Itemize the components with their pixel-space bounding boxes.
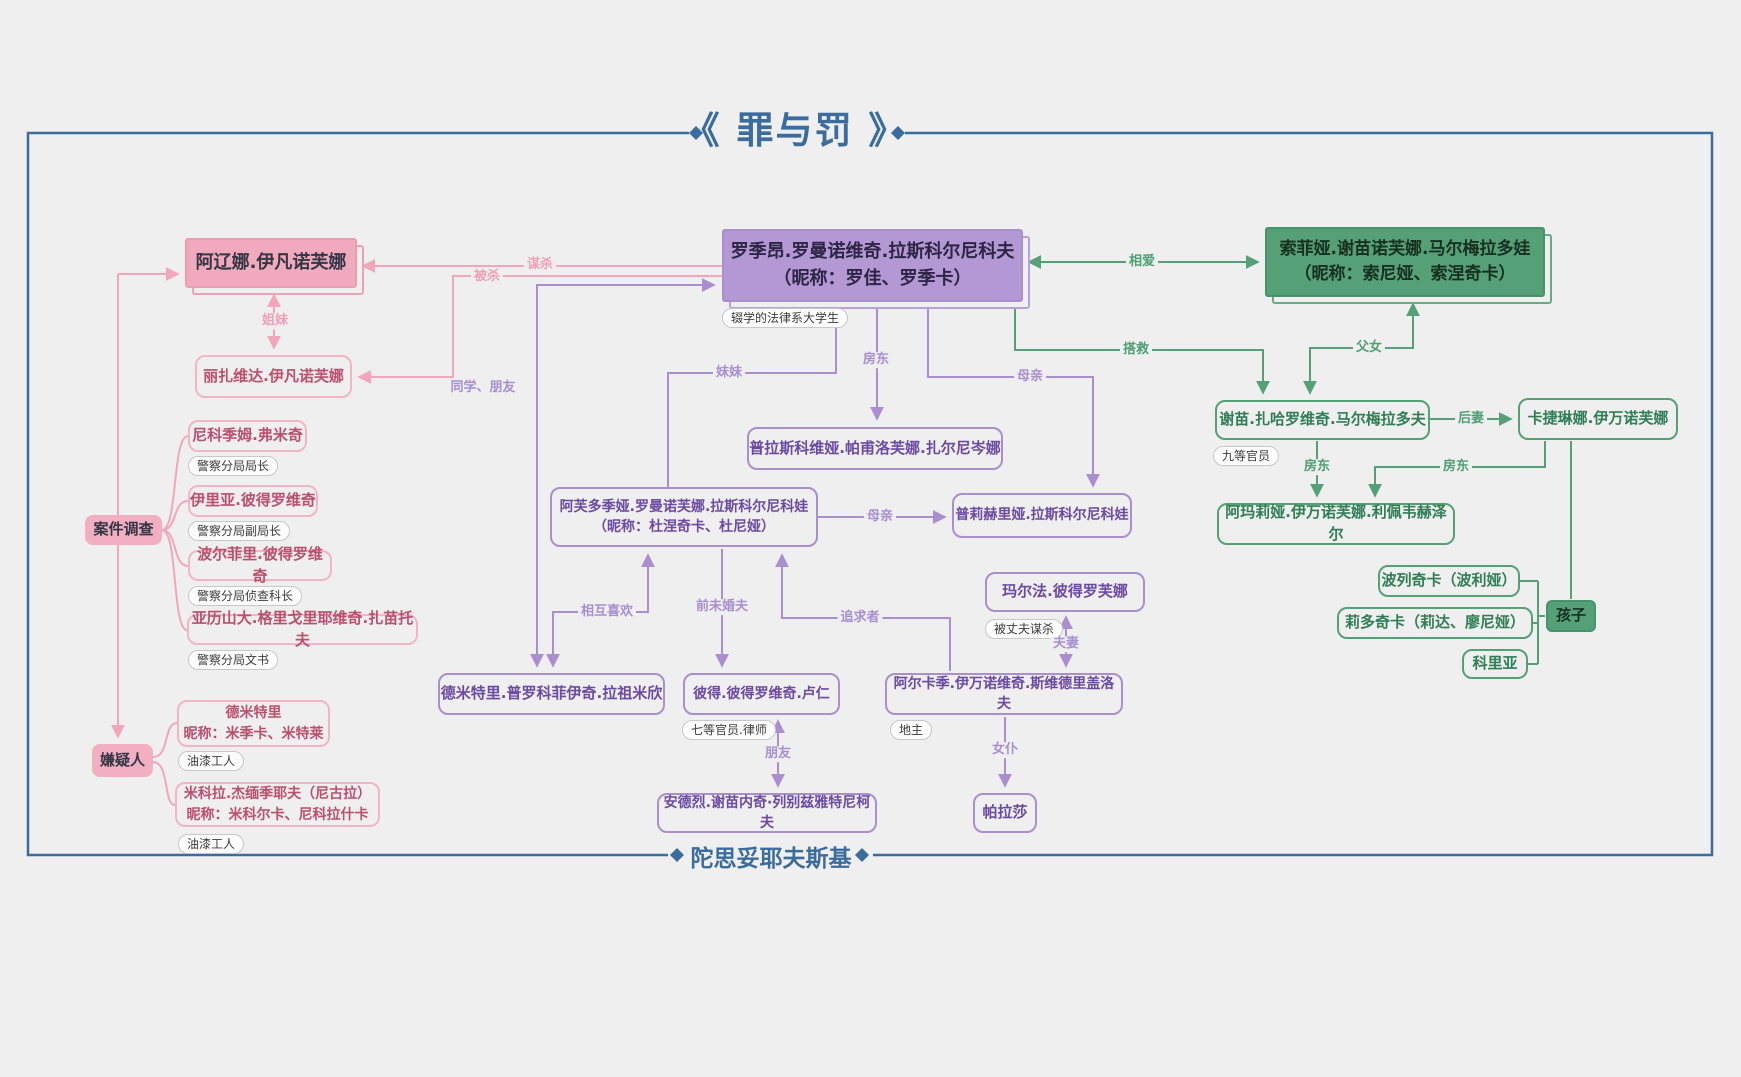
badge-rodion: 辍学的法律系大学生 [722,308,849,329]
node-porfiry[interactable]: 波尔菲里.彼得罗维奇 [188,545,332,585]
edge-label-couple: 夫妻 [1049,636,1083,652]
node-katerina[interactable]: 卡捷琳娜.伊万诺芙娜 [1518,398,1678,440]
badge-dmitri: 油漆工人 [178,751,245,772]
node-parasha[interactable]: 帕拉莎 [973,793,1037,833]
node-lizaveta[interactable]: 丽扎维达.伊凡诺芙娜 [195,355,352,398]
node-amalia[interactable]: 阿玛莉娅.伊万诺芙娜.利佩韦赫泽尔 [1217,503,1455,545]
badge-luzhin: 七等官员.律师 [682,720,776,741]
badge-svidrigailov: 地主 [890,720,933,741]
edge-label-sisters: 姐妹 [258,313,292,329]
node-andrei[interactable]: 安德烈.谢苗内奇·列别兹雅特尼柯夫 [657,793,877,833]
edge-label-ex-fiance: 前未婚夫 [692,599,752,615]
node-polechka[interactable]: 波列奇卡（波利娅） [1378,565,1520,597]
node-avdotya[interactable]: 阿芙多季娅.罗曼诺芙娜.拉斯科尔尼科娃 （昵称：杜涅奇卡、杜尼娅） [550,487,818,547]
badge-mikolka: 油漆工人 [178,834,245,855]
node-nikodim[interactable]: 尼科季姆.弗米奇 [188,420,307,452]
edge-label-rescue: 搭救 [1119,342,1153,358]
edge-label-father-daughter: 父女 [1352,340,1386,356]
badge-semyon: 九等官员 [1213,446,1280,467]
edge-label-love: 相爱 [1125,254,1159,270]
node-suspects[interactable]: 嫌疑人 [92,744,153,777]
badge-porfiry: 警察分局侦查科长 [188,586,303,607]
node-zamyotov[interactable]: 亚历山大.格里戈里耶维奇.扎苗托夫 [187,609,418,649]
node-svidrigailov[interactable]: 阿尔卡季.伊万诺维奇.斯维德里盖洛夫 [885,673,1123,715]
node-sofya[interactable]: 索菲娅.谢苗诺芙娜.马尔梅拉多娃 （昵称：索尼娅、索涅奇卡） [1265,227,1545,297]
edge-label-friend: 朋友 [761,746,795,762]
edge-label-landlord-semyon: 房东 [1300,459,1334,475]
node-praskovya[interactable]: 普拉斯科维娅.帕甫洛芙娜.扎尔尼岑娜 [747,427,1003,470]
node-lidochka[interactable]: 莉多奇卡（莉达、廖尼娅） [1337,607,1533,639]
edge-label-murder: 谋杀 [523,257,557,273]
edge-label-landlord-rodion: 房东 [859,352,893,368]
badge-marfa: 被丈夫谋杀 [985,619,1064,640]
edge-label-classmates: 同学、朋友 [447,380,519,396]
edge-label-suitor: 追求者 [837,610,883,626]
edge-label-landlord-katerina: 房东 [1439,459,1473,475]
node-kolya[interactable]: 科里亚 [1462,649,1528,679]
badge-ilya: 警察分局副局长 [188,521,291,542]
node-pulkheria[interactable]: 普莉赫里娅.拉斯科尔尼科娃 [952,493,1132,538]
edge-label-mother-rodion: 母亲 [1013,369,1047,385]
edge-label-maid: 女仆 [988,742,1022,758]
diamond-icon [670,126,905,862]
node-dmitri[interactable]: 德米特里 昵称：米季卡、米特莱 [177,700,330,747]
node-semyon[interactable]: 谢苗.扎哈罗维奇.马尔梅拉多夫 [1215,400,1430,440]
frame-border [26,131,1714,857]
node-razumikhin[interactable]: 德米特里.普罗科菲伊奇.拉祖米欣 [438,673,665,715]
node-rodion[interactable]: 罗季昂.罗曼诺维奇.拉斯科尔尼科夫 （昵称：罗佳、罗季卡） [722,229,1023,302]
diagram-title: 《 罪与罚 》 [682,109,908,152]
badge-nikodim: 警察分局局长 [188,456,279,477]
node-ilya[interactable]: 伊里亚.彼得罗维奇 [188,485,318,517]
edge-label-mother-avdotya: 母亲 [863,509,897,525]
node-marfa[interactable]: 玛尔法.彼得罗芙娜 [985,572,1145,612]
edge-label-younger-sister: 妹妹 [712,365,746,381]
node-children[interactable]: 孩子 [1546,600,1596,632]
edge-label-killed: 被杀 [470,269,504,285]
edge-label-second-wife: 后妻 [1454,411,1488,427]
node-mikolka[interactable]: 米科拉.杰缅季耶夫（尼古拉） 昵称：米科尔卡、尼科拉什卡 [175,782,380,827]
node-alyona[interactable]: 阿辽娜.伊凡诺芙娜 [185,238,357,288]
node-case-investigation[interactable]: 案件调查 [85,515,162,545]
node-luzhin[interactable]: 彼得.彼得罗维奇.卢仁 [683,673,840,715]
edge-label-mutual-like: 相互喜欢 [577,604,637,620]
author-label: 陀思妥耶夫斯基 [690,846,852,872]
badge-zamyotov: 警察分局文书 [188,650,279,671]
